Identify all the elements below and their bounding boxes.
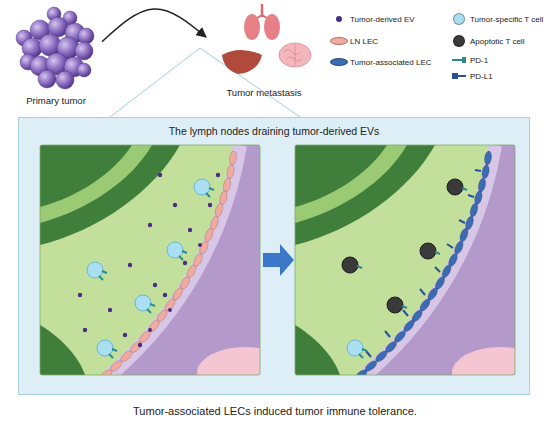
legend-item: Apoptotic T cell [450,35,524,47]
legend-item: Tumor-derived EV [330,13,415,25]
legend-item: PD-L1 [450,70,493,82]
legend-label: PD-1 [470,56,488,65]
legend-label: Tumor-derived EV [350,15,415,24]
legend-label: LN LEC [350,37,378,46]
legend-item: PD-1 [450,54,488,66]
legend-label: Apoptotic T cell [470,37,524,46]
lymph-node-panel [40,145,293,399]
organ-node: Tumor metastasis [206,2,322,102]
apoptotic-t-cells [342,179,467,313]
legend-swatch [330,58,348,66]
tumor-cluster [16,7,94,89]
transition-arrow [263,244,294,276]
legend-swatch [453,13,465,25]
tumor-associated-lec-layer [353,151,492,375]
legend-label: PD-L1 [470,72,493,81]
legend-item: Tumor-associated LEC [330,56,432,68]
pd1-glyph [452,57,466,63]
tumor-specific-t-cell [347,340,367,358]
organ-icons [222,4,311,74]
legend-swatch [330,37,348,45]
connector-layer [102,9,206,42]
legend-item: LN LEC [330,35,378,47]
lymph-node-band: The lymph nodes draining tumor-derived E… [18,117,530,395]
legend-swatch [453,35,465,47]
legend-label: Tumor-associated LEC [350,58,432,67]
pdl1-glyph [452,73,466,79]
pd-l1-stubs [366,170,481,357]
tumor-evs [78,173,220,347]
zoom-callout [110,48,300,117]
node-label: The lymph nodes draining tumor-derived E… [169,125,380,137]
legend-label: Tumor-specific T cell [470,15,543,24]
legend-swatch [336,16,342,22]
metastasis-arrow [102,9,206,42]
figure-caption: Tumor-associated LECs induced tumor immu… [0,405,550,417]
ln-lec-layer [98,151,237,375]
node-label: Tumor metastasis [226,87,301,98]
node-label: Primary tumor [26,95,86,106]
tumor-lymph-node-panel [295,145,548,399]
legend-item: Tumor-specific T cell [450,13,543,25]
tumor-specific-t-cells [87,179,214,358]
tumor-node: Primary tumor [10,6,102,108]
